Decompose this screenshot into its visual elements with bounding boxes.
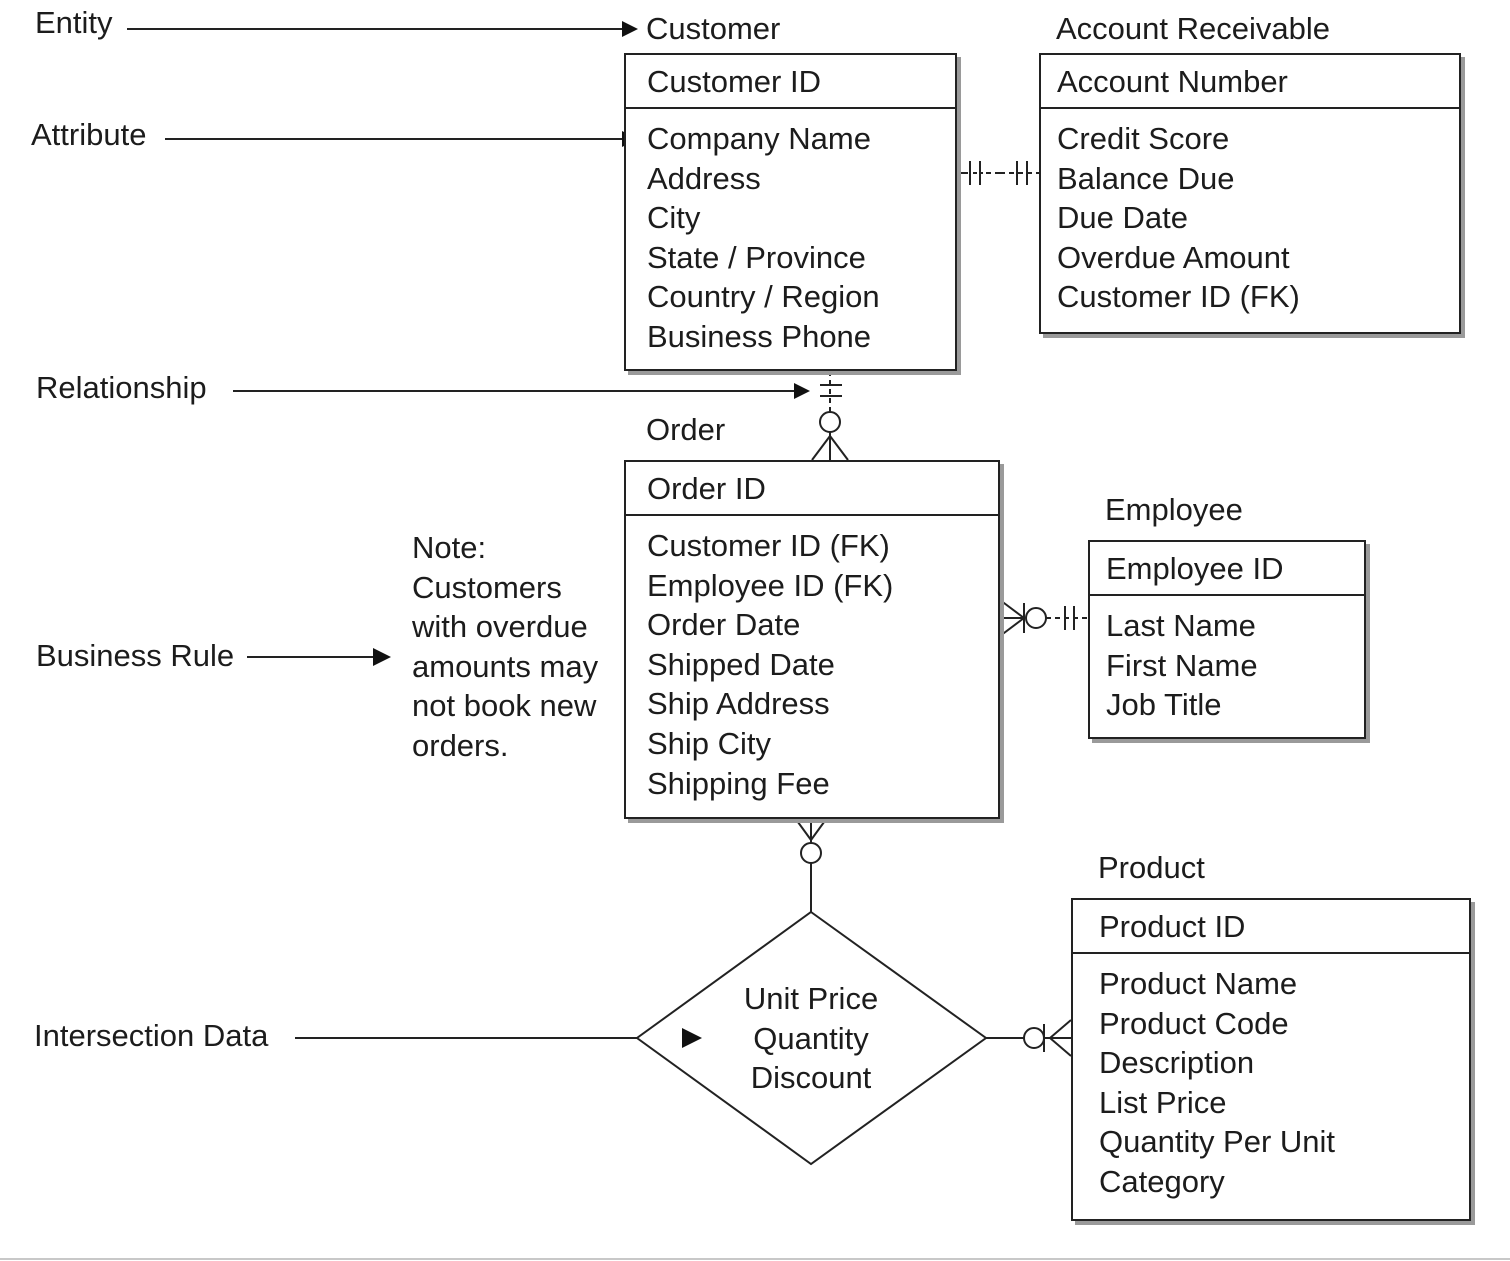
note-line: not book new	[412, 688, 597, 724]
order-attribute: Order Date	[647, 607, 801, 643]
account-receivable-entity-title: Account Receivable	[1056, 11, 1330, 46]
customer-attribute: Business Phone	[647, 318, 872, 354]
customer-attribute: Company Name	[647, 121, 871, 156]
order-attribute: Employee ID (FK)	[647, 567, 894, 603]
customer-attributes: Company Name Address City State / Provin…	[626, 109, 955, 357]
entity-callout-label: Entity	[35, 5, 113, 40]
intersection-diamond	[635, 910, 988, 1166]
order-primary-key: Order ID	[626, 462, 998, 516]
product-entity-title: Product	[1098, 850, 1205, 885]
attribute-callout-label: Attribute	[31, 117, 147, 152]
account-receivable-attribute: Credit Score	[1057, 121, 1230, 156]
product-attribute: Product Name	[1099, 966, 1298, 1001]
business-rule-note: Note: Customers with overdue amounts may…	[412, 528, 598, 766]
account-receivable-attribute: Balance Due	[1057, 160, 1235, 196]
intersection-attribute: Quantity	[753, 1020, 869, 1056]
order-attribute: Customer ID (FK)	[647, 528, 890, 563]
intersection-data-text: Unit Price Quantity Discount	[701, 979, 921, 1098]
order-attributes: Customer ID (FK) Employee ID (FK) Order …	[626, 516, 998, 803]
customer-account-connector	[956, 161, 1040, 185]
relationship-arrowhead	[794, 383, 810, 399]
employee-attribute: Job Title	[1106, 687, 1222, 723]
note-line: amounts may	[412, 648, 599, 684]
bottom-divider	[0, 1258, 1510, 1260]
customer-attribute: City	[647, 200, 701, 236]
employee-entity-title: Employee	[1105, 492, 1243, 527]
note-line: orders.	[412, 727, 509, 763]
customer-order-connector	[811, 371, 849, 461]
business-rule-callout-label: Business Rule	[36, 638, 235, 673]
employee-attribute: Last Name	[1106, 608, 1256, 643]
order-attribute: Ship City	[647, 725, 772, 761]
product-primary-key: Product ID	[1073, 900, 1469, 954]
customer-attribute: Address	[647, 160, 761, 196]
product-attribute: Product Code	[1099, 1005, 1289, 1041]
product-attributes: Product Name Product Code Description Li…	[1073, 954, 1469, 1202]
business-rule-arrowhead	[373, 648, 391, 666]
intersection-attribute: Unit Price	[743, 981, 879, 1016]
entity-arrowhead	[622, 21, 638, 37]
note-line: Customers	[412, 569, 562, 605]
intersection-data-callout-label: Intersection Data	[34, 1018, 269, 1053]
employee-entity: Employee ID Last Name First Name Job Tit…	[1088, 540, 1366, 739]
product-attribute: Quantity Per Unit	[1099, 1124, 1336, 1160]
product-entity: Product ID Product Name Product Code Des…	[1071, 898, 1471, 1221]
order-entity-title: Order	[646, 412, 726, 447]
intersection-product-connector	[986, 1019, 1072, 1057]
account-receivable-attribute: Overdue Amount	[1057, 239, 1290, 275]
customer-entity: Customer ID Company Name Address City St…	[624, 53, 957, 371]
order-attribute: Ship Address	[647, 686, 830, 722]
account-receivable-attribute: Customer ID (FK)	[1057, 279, 1300, 315]
intersection-data-arrowhead	[682, 1028, 702, 1048]
customer-entity-title: Customer	[646, 11, 781, 46]
customer-attribute: Country / Region	[647, 279, 880, 315]
order-employee-connector	[999, 599, 1088, 637]
product-attribute: List Price	[1099, 1084, 1227, 1120]
order-intersection-connector	[794, 817, 828, 912]
employee-attribute: First Name	[1106, 647, 1258, 683]
order-attribute: Shipped Date	[647, 646, 835, 682]
employee-attributes: Last Name First Name Job Title	[1090, 596, 1364, 725]
product-attribute: Description	[1099, 1045, 1255, 1081]
account-receivable-primary-key: Account Number	[1041, 55, 1459, 109]
employee-primary-key: Employee ID	[1090, 542, 1364, 596]
account-receivable-entity: Account Number Credit Score Balance Due …	[1039, 53, 1461, 334]
note-line: with overdue	[412, 609, 588, 645]
customer-primary-key: Customer ID	[626, 55, 955, 109]
order-entity: Order ID Customer ID (FK) Employee ID (F…	[624, 460, 1000, 819]
account-receivable-attribute: Due Date	[1057, 200, 1188, 236]
order-attribute: Shipping Fee	[647, 765, 830, 801]
intersection-attribute: Discount	[750, 1060, 872, 1096]
customer-attribute: State / Province	[647, 239, 866, 275]
note-line: Note:	[412, 530, 487, 565]
product-attribute: Category	[1099, 1163, 1225, 1199]
relationship-callout-label: Relationship	[36, 370, 207, 405]
account-receivable-attributes: Credit Score Balance Due Due Date Overdu…	[1041, 109, 1459, 317]
